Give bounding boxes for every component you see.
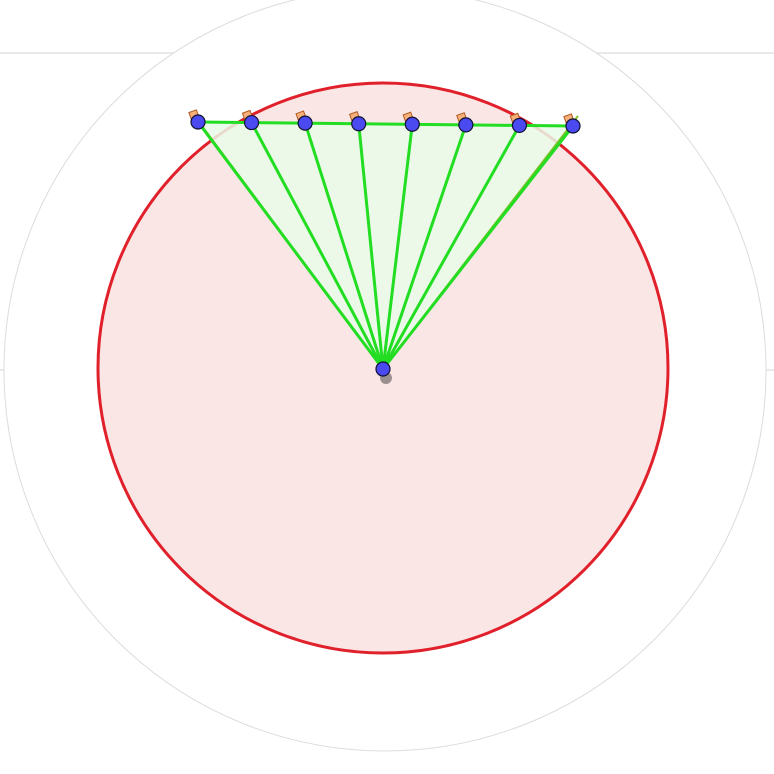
beam-5 (381, 122, 414, 371)
beam-fan-area (198, 122, 573, 369)
endpoint-marker-5 (404, 116, 420, 132)
endpoint-marker-7 (511, 117, 528, 134)
sensor-origin-marker (375, 361, 391, 377)
beam-3 (303, 121, 385, 371)
beam-4 (357, 122, 385, 371)
beam-1 (196, 120, 385, 371)
beam-7 (381, 123, 521, 371)
coverage-boundary (96, 81, 670, 655)
fan-top-edge (197, 120, 574, 128)
beam-2 (250, 121, 385, 371)
endpoint-marker-6 (458, 117, 474, 133)
origin-layer (375, 361, 392, 384)
beam-6 (381, 123, 468, 371)
markers-layer (188, 109, 581, 134)
endpoint-marker-4 (351, 116, 367, 132)
beams-layer (196, 120, 575, 371)
endpoint-marker-2 (243, 114, 260, 131)
endpoint-marker-8 (565, 118, 581, 134)
beam-8 (381, 124, 575, 371)
endpoint-marker-1 (190, 114, 206, 130)
endpoint-marker-3 (297, 115, 313, 131)
